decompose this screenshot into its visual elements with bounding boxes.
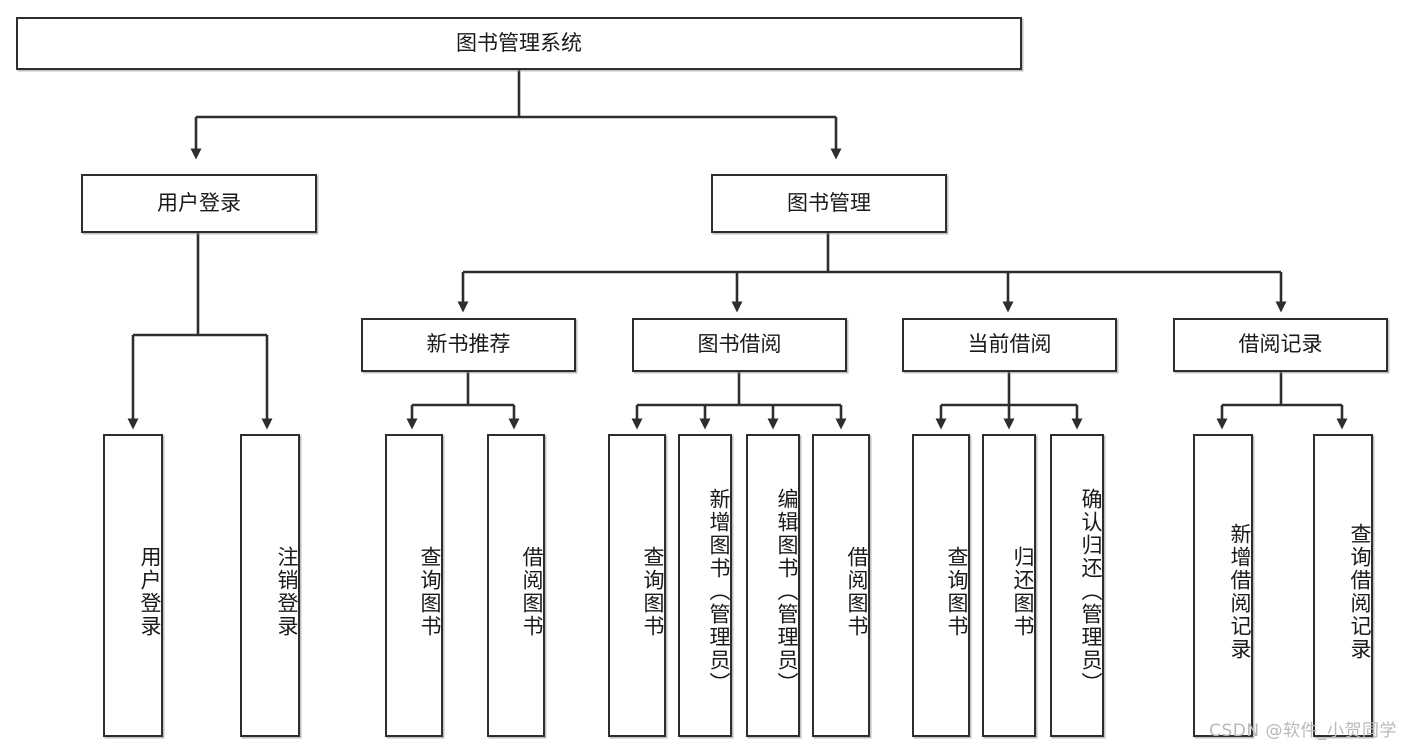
leaf-book-borrow-edit-admin[interactable]: 编辑图书（管理员） (746, 434, 800, 737)
node-borrow-record[interactable]: 借阅记录 (1173, 318, 1388, 372)
node-current-borrow[interactable]: 当前借阅 (902, 318, 1117, 372)
node-root-system[interactable]: 图书管理系统 (16, 17, 1022, 70)
leaf-user-login-signout[interactable]: 注销登录 (240, 434, 300, 737)
leaf-borrow-record-query[interactable]: 查询借阅记录 (1313, 434, 1373, 737)
node-book-borrow[interactable]: 图书借阅 (632, 318, 847, 372)
leaf-new-book-query[interactable]: 查询图书 (385, 434, 443, 737)
leaf-current-borrow-return[interactable]: 归还图书 (982, 434, 1036, 737)
node-book-management[interactable]: 图书管理 (711, 174, 947, 233)
leaf-user-login-signin[interactable]: 用户登录 (103, 434, 163, 737)
leaf-book-borrow-query[interactable]: 查询图书 (608, 434, 666, 737)
leaf-borrow-record-add[interactable]: 新增借阅记录 (1193, 434, 1253, 737)
leaf-new-book-borrow[interactable]: 借阅图书 (487, 434, 545, 737)
node-new-book-recommend[interactable]: 新书推荐 (361, 318, 576, 372)
watermark: CSDN @软件_小贺同学 (1209, 721, 1397, 741)
leaf-book-borrow-borrow[interactable]: 借阅图书 (812, 434, 870, 737)
leaf-current-borrow-query[interactable]: 查询图书 (912, 434, 970, 737)
leaf-book-borrow-add-admin[interactable]: 新增图书（管理员） (678, 434, 732, 737)
node-user-login[interactable]: 用户登录 (81, 174, 317, 233)
leaf-current-borrow-confirm-admin[interactable]: 确认归还（管理员） (1050, 434, 1104, 737)
